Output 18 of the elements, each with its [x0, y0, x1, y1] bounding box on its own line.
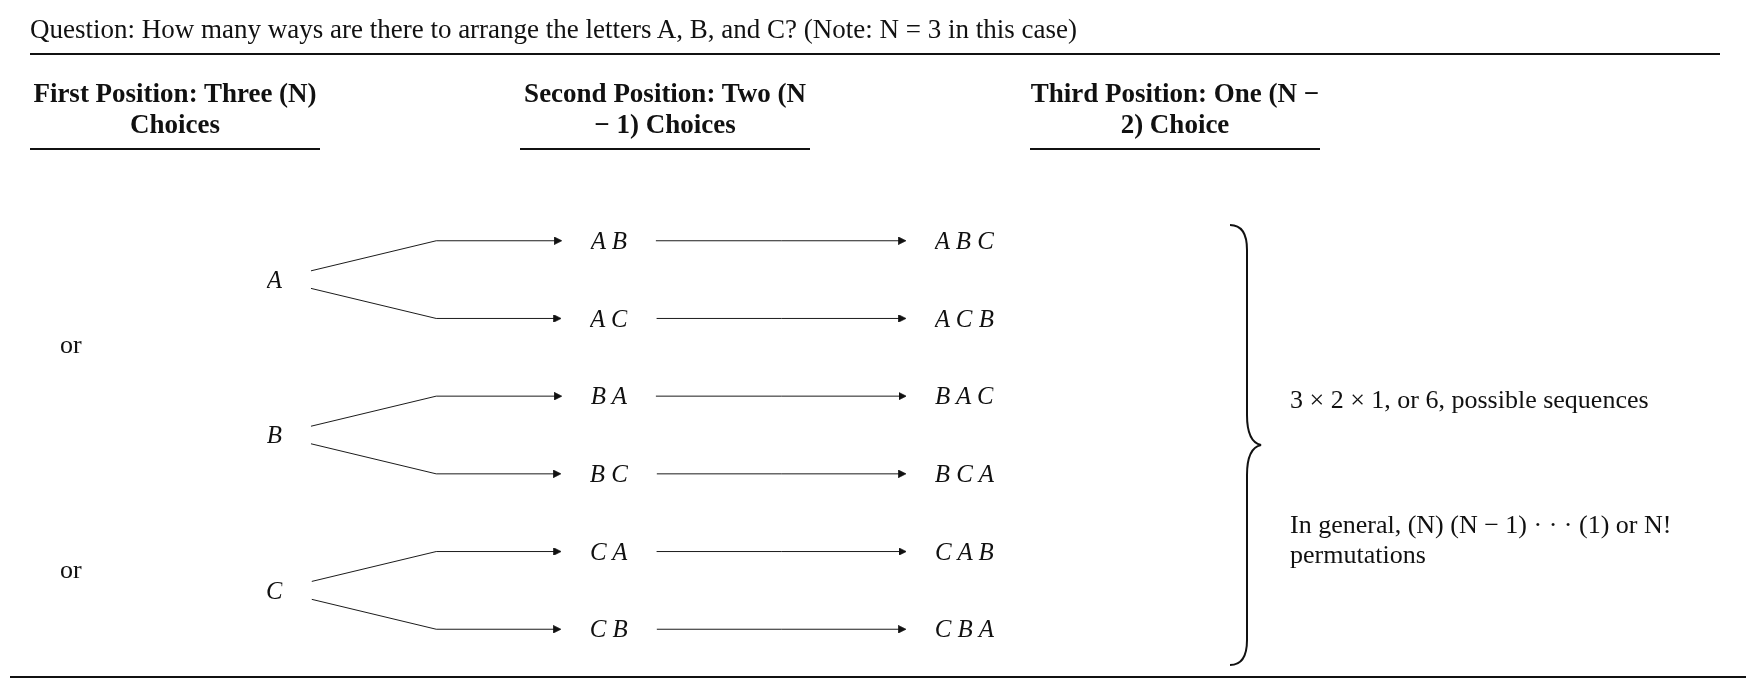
node-text: C B: [589, 615, 628, 644]
node-text: B C A: [934, 459, 994, 488]
node-text: B A C: [934, 382, 994, 411]
or-label: or: [60, 555, 82, 585]
node-text: C A B: [934, 537, 994, 566]
column-heading: Third Position: One (N − 2) Choice: [1030, 78, 1320, 150]
column-heading: First Position: Three (N) Choices: [30, 78, 320, 150]
note-text: 3 × 2 × 1, or 6, possible sequences: [1290, 385, 1650, 415]
note-text: In general, (N) (N − 1) · · · (1) or N! permutations: [1290, 510, 1673, 570]
node-text: B A: [590, 382, 627, 411]
question-heading: Question: How many ways are there to arrange the letters A, B, and C? (Note: N = 3 in this case): [30, 14, 1720, 55]
node-text: C A: [589, 537, 628, 566]
or-label: or: [60, 330, 82, 360]
node-text: C B A: [934, 615, 994, 644]
node-text: B C: [589, 459, 628, 488]
column-heading: Second Position: Two (N − 1) Choices: [520, 78, 810, 150]
node-text: B: [266, 421, 283, 449]
node-text: C: [266, 576, 283, 605]
